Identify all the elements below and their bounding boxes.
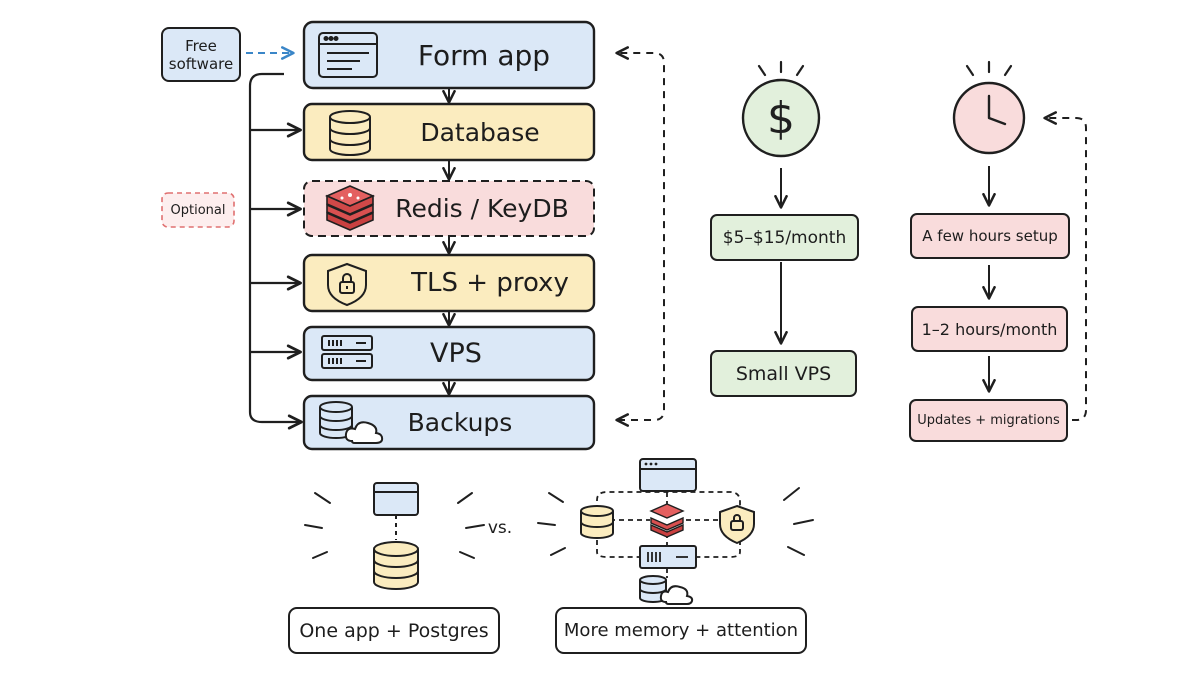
layer-label-form-app: Form app	[417, 38, 551, 72]
maintenance-label: Updates + migrations	[917, 413, 1060, 428]
database-cloud-icon	[319, 401, 384, 444]
complex-setup-icons	[537, 458, 814, 605]
server-icon	[321, 335, 373, 369]
layer-label-tls: TLS + proxy	[411, 268, 569, 298]
dollar-icon: $	[741, 60, 821, 158]
layer-label-backups: Backups	[407, 408, 513, 437]
optional-tag-label: Optional	[170, 202, 226, 218]
redis-icon	[324, 185, 376, 231]
maintenance-box	[909, 399, 1068, 442]
optional-tag-box	[161, 192, 235, 228]
small-vps-box	[710, 350, 857, 397]
monthly-label: 1–2 hours/month	[921, 319, 1058, 339]
left-bracket	[248, 72, 303, 430]
layer-label-database: Database	[420, 117, 540, 147]
small-vps-label: Small VPS	[735, 362, 832, 385]
lock-shield-icon	[327, 262, 367, 307]
clock-icon	[952, 60, 1026, 155]
layer-label-vps: VPS	[430, 338, 482, 369]
simple-setup-label-box	[288, 607, 500, 654]
stack-feedback-loop	[615, 46, 665, 427]
free-software-box	[161, 27, 241, 82]
time-feedback-loop	[1043, 111, 1087, 421]
vs-label: vs.	[487, 518, 513, 538]
simple-setup-label: One app + Postgres	[299, 619, 489, 642]
setup-label: A few hours setup	[922, 227, 1058, 245]
layer-label-redis: Redis / KeyDB	[395, 194, 569, 223]
complex-setup-label: More memory + attention	[563, 620, 799, 641]
setup-box	[910, 213, 1070, 259]
monthly-box	[911, 306, 1068, 352]
browser-window-icon	[318, 32, 378, 78]
price-label: $5–$15/month	[722, 227, 847, 248]
simple-setup-icons	[304, 482, 485, 590]
price-box	[710, 214, 859, 261]
complex-setup-label-box	[555, 607, 807, 654]
svg-text:$: $	[767, 93, 795, 144]
free-software-label: Free software	[168, 36, 234, 73]
database-icon	[329, 110, 371, 156]
